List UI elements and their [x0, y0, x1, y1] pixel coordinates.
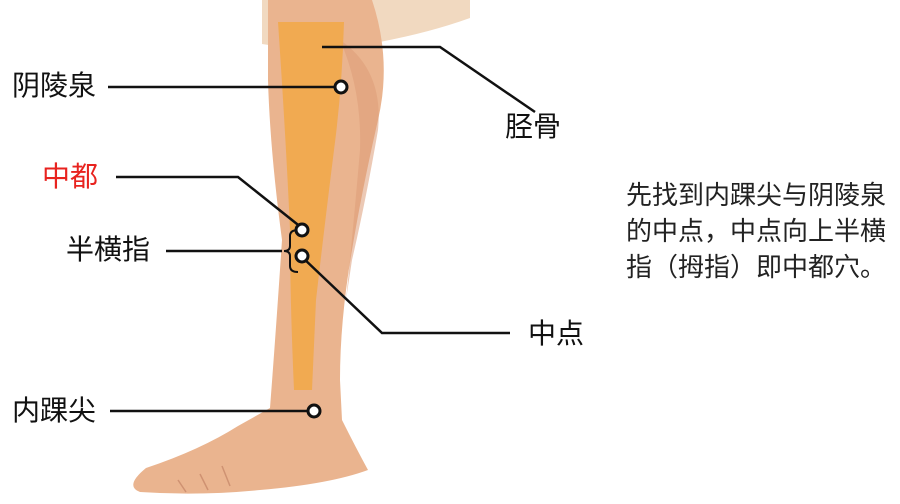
zhongdu-point [294, 222, 310, 238]
half-finger-brace [283, 229, 299, 273]
leader-lines [108, 45, 536, 413]
neihuaijian-point [306, 403, 322, 419]
toe-lines [177, 465, 231, 493]
yinlingquan-point [333, 79, 349, 95]
tibia-leader [322, 45, 536, 114]
midpoint-point [294, 248, 310, 264]
midpoint-leader [301, 256, 510, 335]
zhongdu-leader [116, 175, 303, 229]
label-zhongdian: 中点 [528, 317, 585, 350]
label-banhengzhi: 半横指 [66, 233, 151, 266]
leg [133, 0, 384, 494]
label-zhongdu: 中都 [42, 160, 99, 193]
tibia-bone [278, 22, 344, 390]
label-jinggu: 胫骨 [505, 110, 562, 143]
label-yinlingquan: 阴陵泉 [12, 69, 97, 102]
calf-shading [340, 40, 379, 300]
label-neihuaijian: 内踝尖 [12, 394, 97, 427]
locating-instructions: 先找到内踝尖与阴陵泉的中点，中点向上半横指（拇指）即中都穴。 [626, 181, 887, 283]
acupoint-markers [294, 79, 349, 419]
